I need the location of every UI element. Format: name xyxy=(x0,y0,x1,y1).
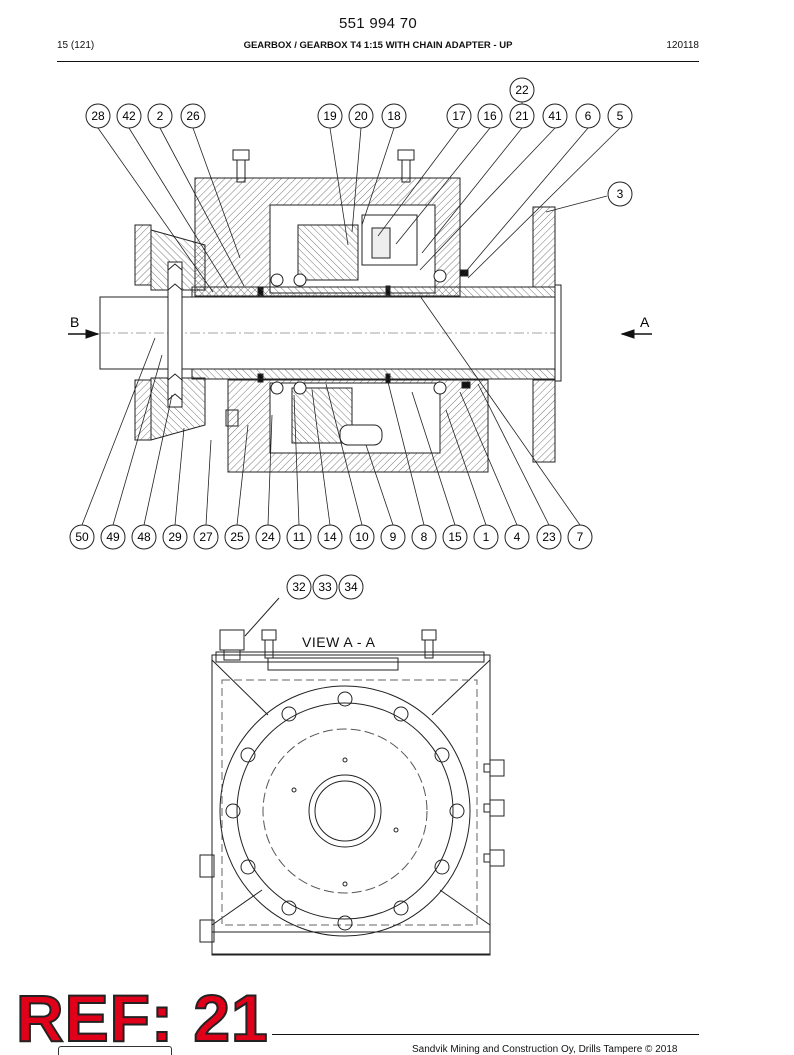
svg-text:25: 25 xyxy=(230,530,244,544)
balloon-17: 17 xyxy=(446,103,472,129)
balloon-4: 4 xyxy=(504,524,530,550)
balloon-24: 24 xyxy=(255,524,281,550)
balloon-18: 18 xyxy=(381,103,407,129)
balloon-5: 5 xyxy=(607,103,633,129)
balloon-9: 9 xyxy=(380,524,406,550)
balloon-28: 28 xyxy=(85,103,111,129)
svg-text:9: 9 xyxy=(390,530,397,544)
svg-text:11: 11 xyxy=(293,530,306,544)
view-aa-drawing xyxy=(199,597,505,956)
balloon-15: 15 xyxy=(442,524,468,550)
balloon-23: 23 xyxy=(536,524,562,550)
svg-text:34: 34 xyxy=(344,580,358,594)
document-number: 551 994 70 xyxy=(338,15,418,32)
svg-text:41: 41 xyxy=(548,109,562,123)
balloons-bottom: 50 49 48 29 27 25 24 11 14 10 9 8 15 1 4… xyxy=(69,524,593,550)
section-label-a: A xyxy=(640,314,650,330)
balloons-top: 28 42 2 26 19 20 18 17 16 21 41 6 5 22 3 xyxy=(85,77,633,207)
svg-text:48: 48 xyxy=(137,530,151,544)
leader-lines xyxy=(81,102,621,526)
svg-text:28: 28 xyxy=(91,109,105,123)
balloon-2: 2 xyxy=(147,103,173,129)
brand-logo xyxy=(58,1046,172,1055)
gearbox-section-view xyxy=(99,149,562,473)
svg-text:23: 23 xyxy=(542,530,556,544)
page-title: GEARBOX / GEARBOX T4 1:15 WITH CHAIN ADA… xyxy=(243,40,513,51)
revision-code: 120118 xyxy=(666,40,699,51)
balloon-48: 48 xyxy=(131,524,157,550)
view-aa-label: VIEW A - A xyxy=(302,634,376,650)
svg-text:2: 2 xyxy=(157,109,164,123)
svg-text:3: 3 xyxy=(617,187,624,201)
balloon-11: 11 xyxy=(286,524,312,550)
balloon-42: 42 xyxy=(116,103,142,129)
svg-text:6: 6 xyxy=(585,109,592,123)
svg-text:33: 33 xyxy=(318,580,332,594)
page-counter: 15 (121) xyxy=(57,40,95,51)
reference-stamp: REF: 21 xyxy=(15,981,269,1055)
svg-text:17: 17 xyxy=(452,109,466,123)
balloon-27: 27 xyxy=(193,524,219,550)
header-divider xyxy=(57,61,699,62)
balloon-14: 14 xyxy=(317,524,343,550)
section-label-b: B xyxy=(70,314,79,330)
balloon-32: 32 xyxy=(286,574,312,600)
svg-text:5: 5 xyxy=(617,109,624,123)
balloons-view-aa: 32 33 34 xyxy=(286,574,364,600)
balloon-1: 1 xyxy=(473,524,499,550)
svg-text:15: 15 xyxy=(448,530,462,544)
balloon-3: 3 xyxy=(607,181,633,207)
svg-text:26: 26 xyxy=(186,109,200,123)
svg-text:16: 16 xyxy=(483,109,497,123)
svg-text:14: 14 xyxy=(323,530,337,544)
footer-copyright: Sandvik Mining and Construction Oy, Dril… xyxy=(412,1044,678,1055)
svg-text:49: 49 xyxy=(106,530,120,544)
balloon-50: 50 xyxy=(69,524,95,550)
balloon-41: 41 xyxy=(542,103,568,129)
svg-text:32: 32 xyxy=(292,580,306,594)
svg-text:1: 1 xyxy=(483,530,490,544)
svg-text:21: 21 xyxy=(515,109,529,123)
svg-text:29: 29 xyxy=(168,530,182,544)
balloon-6: 6 xyxy=(575,103,601,129)
svg-text:24: 24 xyxy=(261,530,275,544)
balloon-19: 19 xyxy=(317,103,343,129)
svg-text:19: 19 xyxy=(323,109,337,123)
svg-text:8: 8 xyxy=(421,530,428,544)
svg-text:18: 18 xyxy=(387,109,401,123)
balloon-8: 8 xyxy=(411,524,437,550)
balloon-26: 26 xyxy=(180,103,206,129)
balloon-49: 49 xyxy=(100,524,126,550)
balloon-34: 34 xyxy=(338,574,364,600)
footer-divider xyxy=(272,1034,699,1035)
balloon-20: 20 xyxy=(348,103,374,129)
svg-text:7: 7 xyxy=(577,530,584,544)
svg-text:20: 20 xyxy=(354,109,368,123)
svg-text:4: 4 xyxy=(514,530,521,544)
balloon-33: 33 xyxy=(312,574,338,600)
balloon-10: 10 xyxy=(349,524,375,550)
balloon-16: 16 xyxy=(477,103,503,129)
svg-text:50: 50 xyxy=(75,530,89,544)
balloon-22: 22 xyxy=(509,77,535,103)
svg-text:22: 22 xyxy=(515,83,529,97)
page-header: 15 (121) GEARBOX / GEARBOX T4 1:15 WITH … xyxy=(57,40,699,56)
svg-text:10: 10 xyxy=(355,530,369,544)
svg-text:42: 42 xyxy=(122,109,136,123)
balloon-7: 7 xyxy=(567,524,593,550)
balloon-29: 29 xyxy=(162,524,188,550)
svg-text:27: 27 xyxy=(199,530,213,544)
balloon-25: 25 xyxy=(224,524,250,550)
balloon-21: 21 xyxy=(509,103,535,129)
section-arrows xyxy=(68,329,652,339)
